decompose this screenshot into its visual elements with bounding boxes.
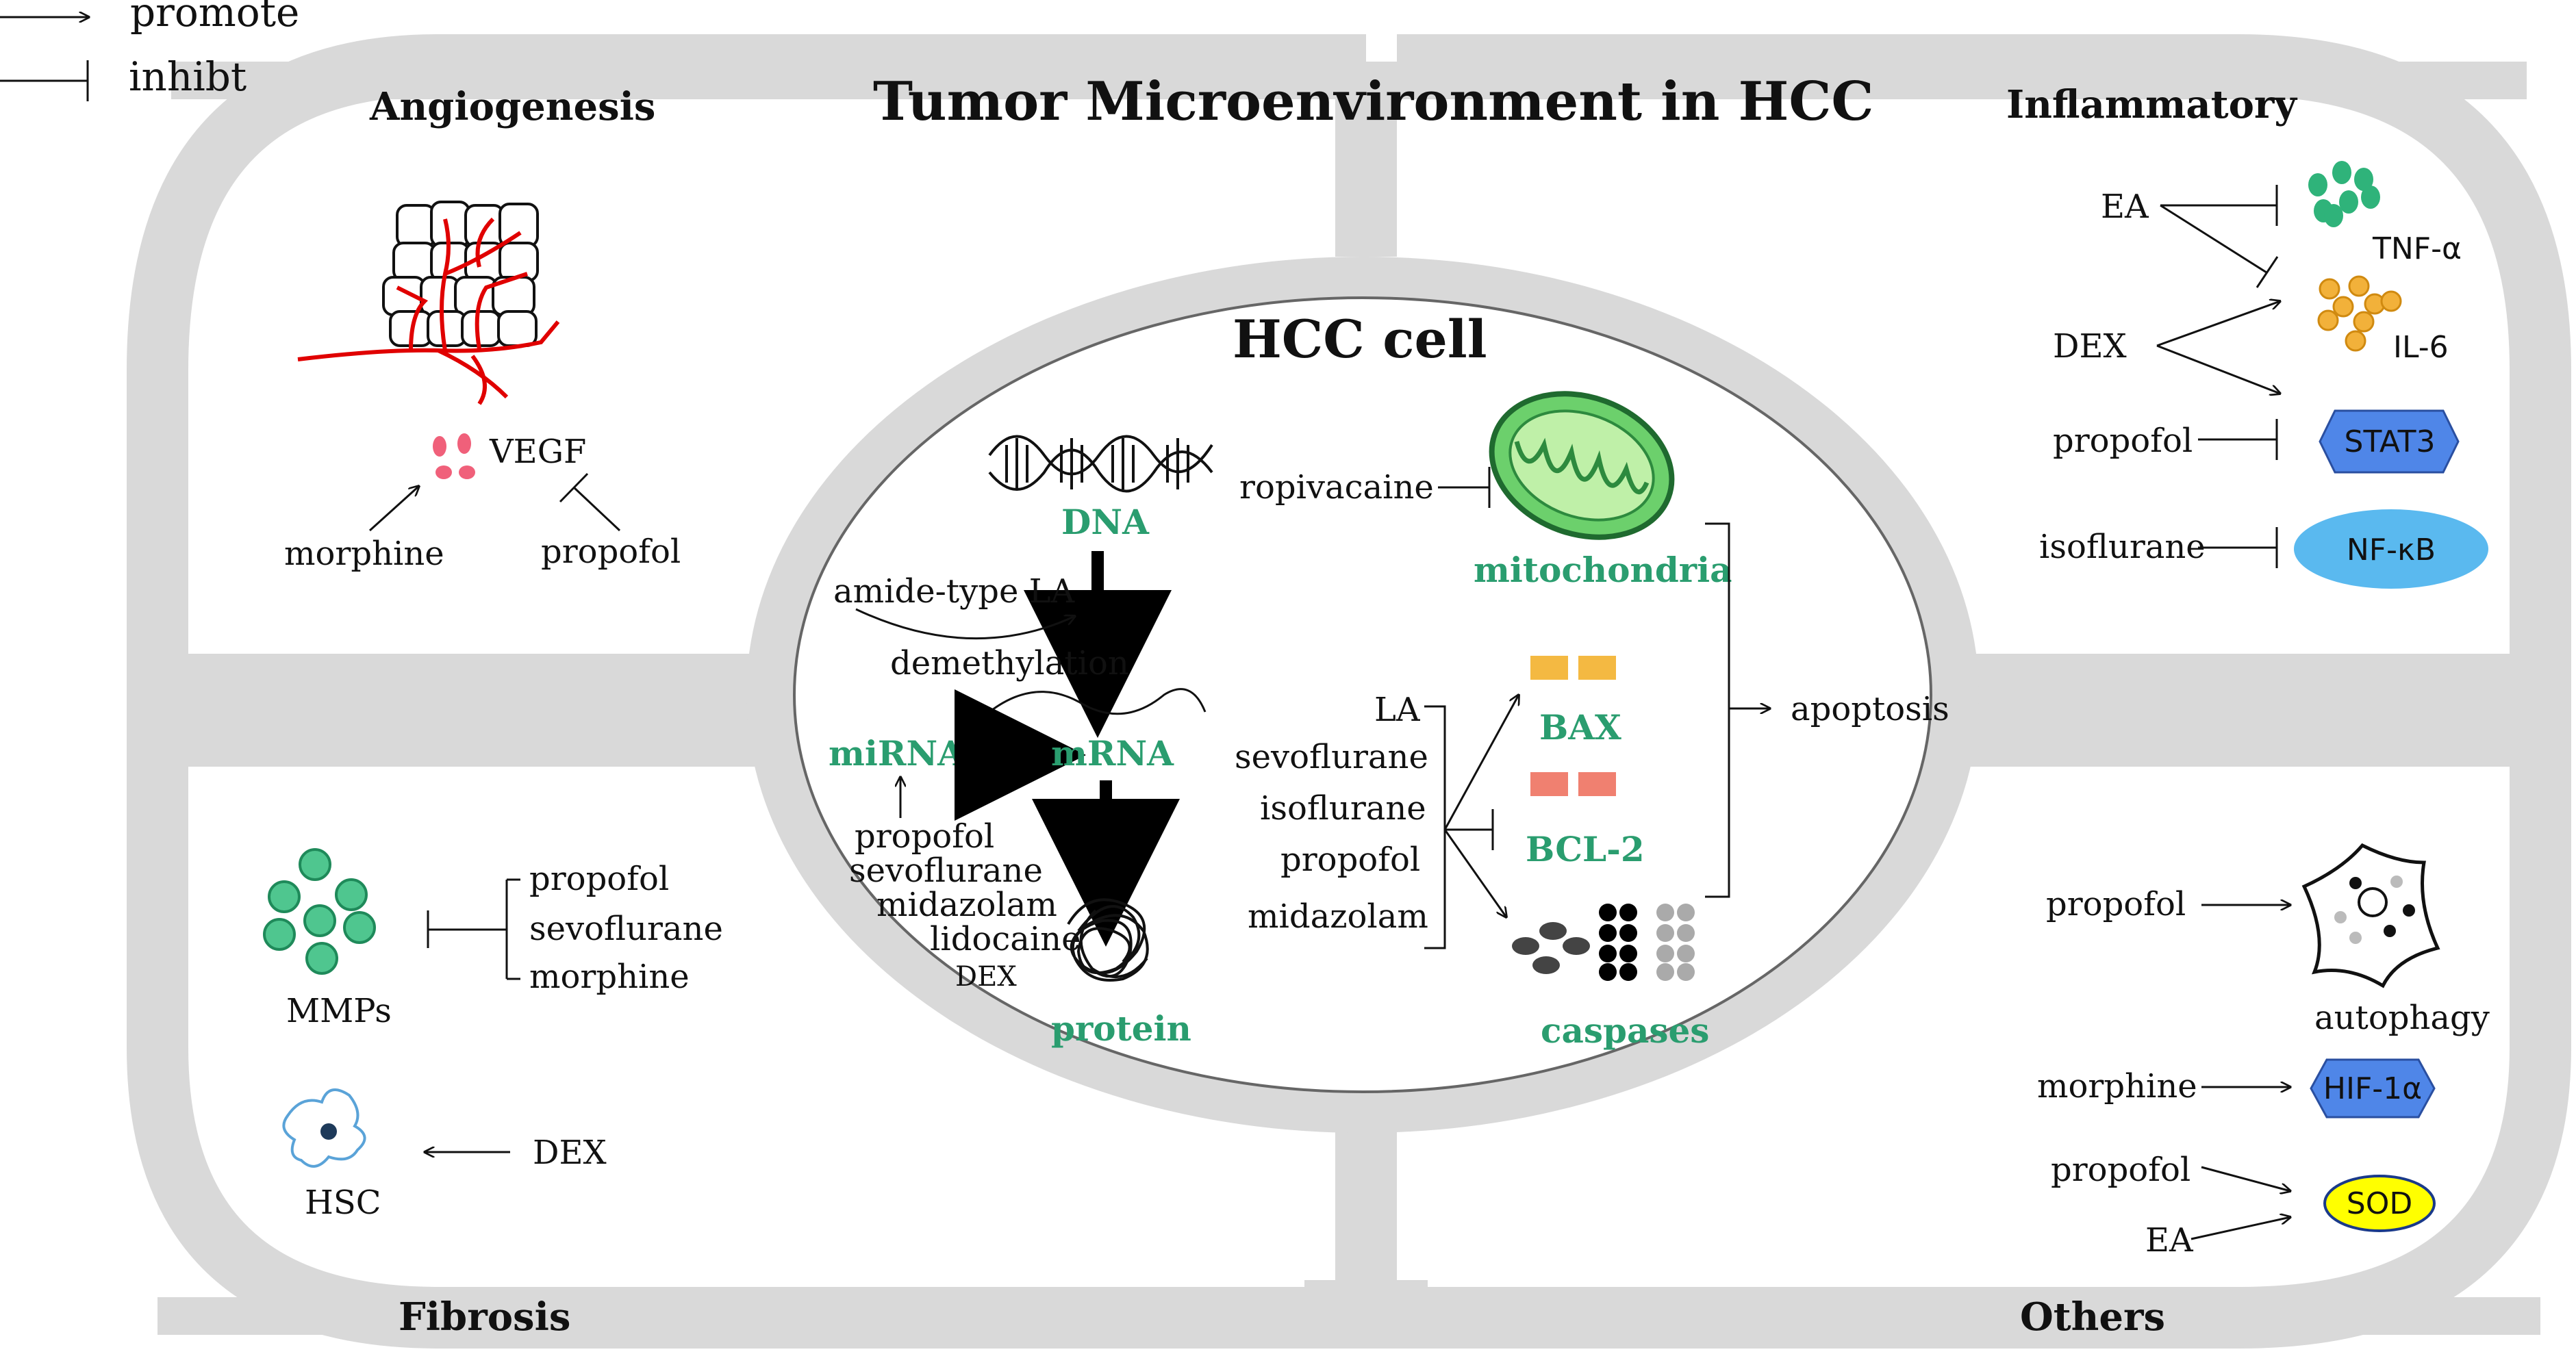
bcl2-icon-a: [1530, 772, 1568, 796]
fibrosis-title: Fibrosis: [399, 1294, 570, 1340]
bcl2-icon-b: [1578, 772, 1616, 796]
inflammatory-panel: Inflammatory EA TNF-α DEX IL-6 propofol …: [2006, 82, 2488, 589]
hcc-cell-contents: HCC cell DNA amide-type LA demethylation…: [829, 309, 1949, 1051]
dex-label: DEX: [2053, 327, 2127, 366]
sod-label: SOD: [2347, 1186, 2412, 1221]
hcc-cell-title: HCC cell: [1233, 309, 1487, 370]
tnf-alpha-icon: [2308, 161, 2380, 227]
mirna-drug-midazolam: midazolam: [876, 886, 1057, 924]
mitochondria-icon: [1489, 391, 1675, 540]
dna-helix-icon: [988, 435, 1213, 493]
mirna-drug-sevoflurane: sevoflurane: [849, 852, 1043, 890]
tumor-vessels-icon: [297, 201, 560, 405]
mitochondria-label: mitochondria: [1474, 550, 1732, 590]
caspases-label: caspases: [1541, 1010, 1709, 1051]
propofol-inhibit-line: [572, 486, 621, 532]
fibrosis-morphine: morphine: [529, 958, 690, 996]
apoptosis-drug-sevoflurane: sevoflurane: [1235, 738, 1428, 776]
mmps-icon: [263, 848, 376, 975]
il-6-icon: [2317, 275, 2402, 352]
amide-la-label: amide-type LA: [833, 572, 1076, 611]
nf-kb-icon: [2294, 509, 2488, 589]
fibrosis-panel: Fibrosis MMPs propofol sevoflurane morph…: [263, 848, 723, 1340]
vegf-label: VEGF: [489, 433, 586, 471]
protein-label: protein: [1051, 1008, 1191, 1049]
inflammatory-title: Inflammatory: [2006, 82, 2297, 127]
others-title: Others: [2020, 1294, 2165, 1340]
mirna-drug-lidocaine: lidocaine: [930, 920, 1081, 958]
hsc-label: HSC: [305, 1184, 381, 1222]
apoptosis-drug-midazolam: midazolam: [1248, 897, 1428, 936]
quadrant-frames: [127, 34, 2571, 1349]
mmps-label: MMPs: [286, 992, 392, 1030]
apoptosis-label: apoptosis: [1791, 690, 1949, 728]
il-6-label: IL-6: [2393, 330, 2449, 365]
sod-ea: EA: [2145, 1221, 2194, 1260]
autophagy-label: autophagy: [2314, 999, 2490, 1037]
sod-icon: [2323, 1175, 2436, 1232]
legend: promote inhibt: [0, 0, 299, 101]
hsc-dex-label: DEX: [533, 1134, 607, 1172]
vegf-icon: [433, 433, 475, 479]
bax-label: BAX: [1539, 707, 1621, 748]
bcl2-label: BCL-2: [1526, 829, 1645, 869]
morphine-promote-arrow: [368, 486, 419, 532]
dna-label: DNA: [1061, 502, 1150, 542]
tnf-alpha-label: TNF-α: [2372, 231, 2462, 266]
ropivacaine-label: ropivacaine: [1239, 468, 1434, 507]
legend-inhibit-label: inhibt: [129, 53, 247, 100]
fibrosis-sevoflurane: sevoflurane: [529, 910, 723, 948]
others-panel: Others propofol autophagy morphine HIF-1…: [2020, 843, 2490, 1340]
ea-label: EA: [2101, 188, 2149, 226]
fibrosis-propofol: propofol: [529, 860, 669, 898]
apoptosis-drug-la: LA: [1374, 691, 1421, 729]
mrna-label: mRNA: [1051, 733, 1174, 774]
angiogenesis-title: Angiogenesis: [369, 84, 655, 129]
apoptosis-drug-isoflurane: isoflurane: [1260, 789, 1426, 828]
hif-morphine: morphine: [2037, 1067, 2197, 1106]
protein-icon: [1067, 898, 1149, 982]
bax-icon-a: [1530, 656, 1568, 680]
angiogenesis-panel: Angiogenesis: [284, 84, 681, 573]
propofol-label: propofol: [541, 533, 681, 571]
morphine-label: morphine: [284, 535, 444, 573]
mirnas-label: miRNAs: [829, 733, 983, 774]
legend-promote-label: promote: [130, 0, 299, 36]
propofol-stat3-label: propofol: [2053, 422, 2193, 460]
isoflurane-label: isoflurane: [2039, 528, 2206, 566]
caspases-icon: [1512, 904, 1695, 981]
stat3-label: STAT3: [2345, 424, 2436, 459]
stat3-icon: [2319, 409, 2460, 474]
hif-1a-icon: [2310, 1058, 2436, 1119]
page-title: Tumor Microenvironment in HCC: [873, 71, 1874, 133]
demethylation-label: demethylation: [890, 644, 1129, 682]
apoptosis-drug-propofol: propofol: [1280, 841, 1420, 879]
sod-propofol: propofol: [2051, 1151, 2190, 1189]
autophagy-propofol: propofol: [2046, 885, 2186, 923]
hif-1a-label: HIF-1α: [2323, 1071, 2422, 1106]
propofol-inhibit-bar: [559, 472, 589, 503]
nf-kb-label: NF-κB: [2347, 533, 2436, 567]
mirna-drug-propofol: propofol: [855, 817, 994, 856]
bax-icon-b: [1578, 656, 1616, 680]
mirna-drug-dex: DEX: [955, 961, 1017, 993]
